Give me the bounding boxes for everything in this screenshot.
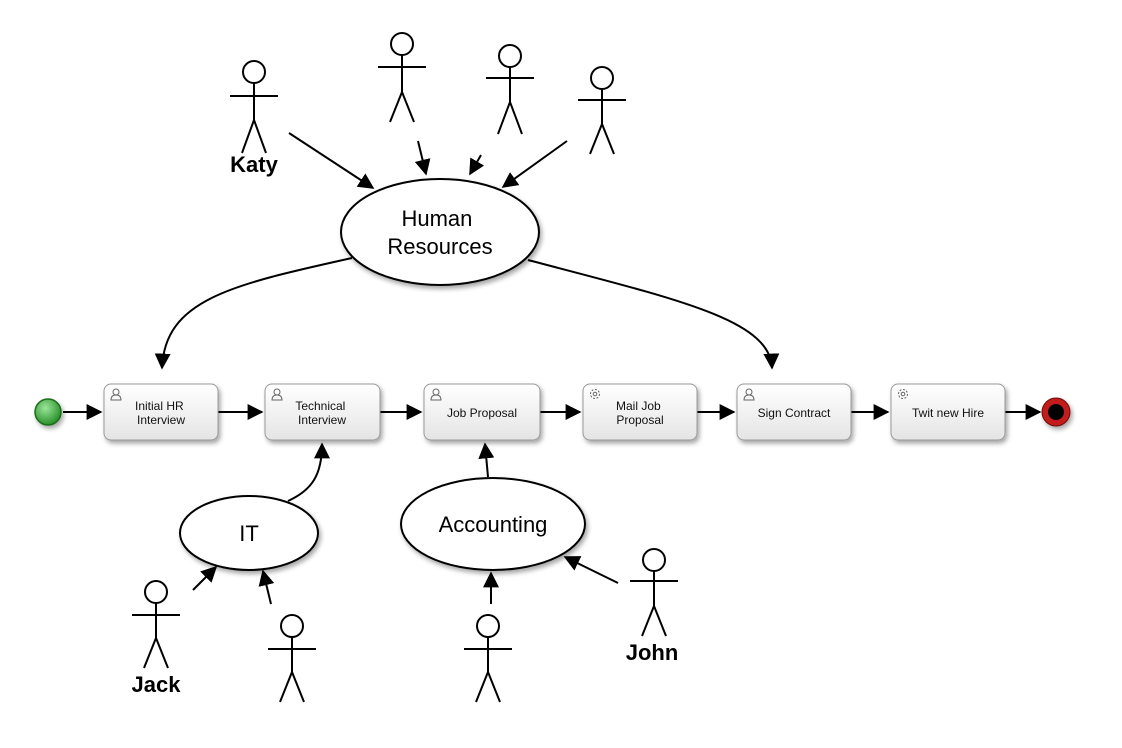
edge-it-to-technical — [287, 442, 330, 502]
edge-john-to-accounting — [563, 556, 619, 584]
group-accounting[interactable]: Accounting — [400, 477, 586, 571]
task-label-line2: Interview — [298, 413, 346, 427]
end-event[interactable] — [1041, 397, 1071, 427]
task-label-line1: Mail Job — [616, 399, 661, 413]
actor-john[interactable] — [630, 548, 678, 637]
service-task-icon — [590, 389, 600, 399]
task-label-line1: Twit new Hire — [912, 406, 984, 420]
task-label-line1: Job Proposal — [447, 406, 517, 420]
group-it[interactable]: IT — [179, 495, 319, 571]
task-label: Mail Job Proposal — [616, 399, 664, 427]
edge-hr2-to-hr — [414, 140, 431, 176]
membership-edges — [192, 132, 619, 605]
user-task-icon — [743, 388, 755, 401]
task-label-line2: Interview — [137, 413, 185, 427]
actor-name-katy: Katy — [230, 152, 278, 177]
edge-it2-to-it — [258, 569, 275, 605]
actor-hr-member-3[interactable] — [486, 44, 534, 135]
actor-hr-member-2[interactable] — [378, 32, 426, 123]
task-label: Job Proposal — [447, 406, 517, 420]
start-event[interactable] — [34, 398, 62, 426]
edge-jack-to-it — [192, 565, 218, 591]
task-label-line1: Sign Contract — [758, 406, 831, 420]
task-label: Technical Interview — [295, 399, 348, 427]
task-label: Sign Contract — [758, 406, 831, 420]
user-task-icon — [271, 388, 283, 401]
edge-hr-to-initial-hr — [154, 257, 353, 370]
edge-hr3-to-hr — [469, 154, 485, 176]
group-label: IT — [239, 521, 259, 546]
actor-name-john: John — [626, 640, 679, 665]
task-label-line1: Initial HR — [135, 399, 184, 413]
actor-head — [242, 60, 266, 84]
task-label: Initial HR Interview — [135, 399, 187, 427]
actor-accounting-member[interactable] — [464, 614, 512, 703]
group-label: Accounting — [439, 512, 548, 537]
user-task-icon — [430, 388, 442, 401]
task-label-line1: Technical — [295, 399, 345, 413]
actor-it-member-2[interactable] — [268, 614, 316, 703]
actor-hr-member-4[interactable] — [578, 66, 626, 155]
task-technical-interview[interactable]: Technical Interview — [264, 383, 381, 441]
group-human-resources[interactable]: Human Resources — [340, 178, 540, 286]
group-label-line1: Human — [401, 206, 472, 231]
edge-accounting-to-job-proposal — [478, 442, 495, 478]
task-twit-new-hire[interactable]: Twit new Hire — [890, 383, 1006, 441]
group-label-line1: IT — [239, 521, 259, 546]
task-job-proposal[interactable]: Job Proposal — [423, 383, 541, 441]
task-sign-contract[interactable]: Sign Contract — [736, 383, 852, 441]
user-task-icon — [110, 388, 122, 401]
assignment-edges — [154, 257, 780, 502]
edge-hr-to-sign-contract — [527, 259, 780, 370]
group-label-line2: Resources — [387, 234, 492, 259]
group-label: Human Resources — [387, 206, 492, 259]
actor-name-jack: Jack — [132, 672, 182, 697]
edge-katy-to-hr — [288, 132, 375, 189]
task-label-line2: Proposal — [616, 413, 663, 427]
task-mail-job-proposal[interactable]: Mail Job Proposal — [582, 383, 698, 441]
service-task-icon — [898, 389, 908, 399]
group-label-line1: Accounting — [439, 512, 548, 537]
edge-hr4-to-hr — [501, 140, 568, 188]
task-label: Twit new Hire — [912, 406, 984, 420]
actor-katy[interactable] — [230, 60, 278, 154]
task-initial-hr-interview[interactable]: Initial HR Interview — [103, 383, 219, 441]
actor-jack[interactable] — [132, 580, 180, 669]
